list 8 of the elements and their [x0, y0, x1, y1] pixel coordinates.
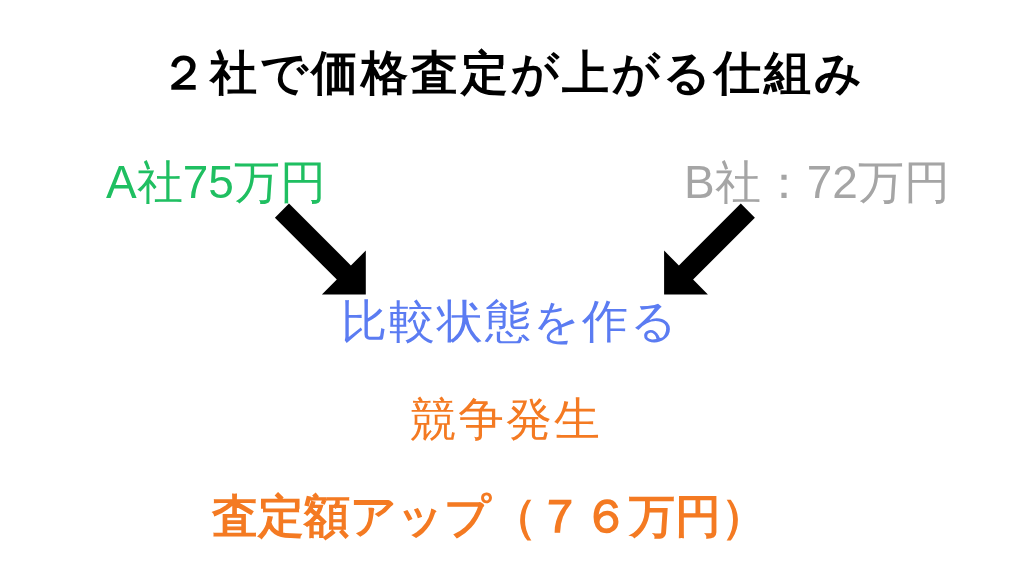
block-arrow — [664, 203, 755, 295]
step-label: 競争発生 — [410, 392, 602, 448]
quote-label: B社：72万円 — [684, 155, 950, 211]
step-label: 比較状態を作る — [341, 294, 679, 350]
block-arrow — [274, 203, 366, 295]
title: ２社で価格査定が上がる仕組み — [159, 44, 865, 101]
result-label: 査定額アップ（７６万円） — [211, 489, 767, 545]
quote-label: A社75万円 — [106, 155, 326, 211]
